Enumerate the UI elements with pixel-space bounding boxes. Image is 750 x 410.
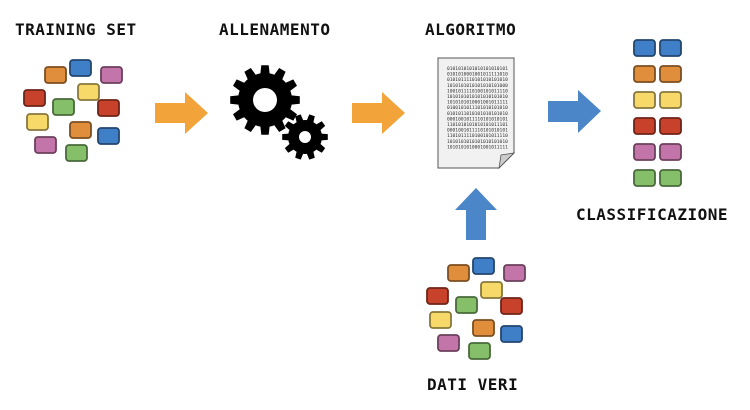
binary-code-line: 1010101010001001011111 <box>447 100 508 106</box>
allenamento-label: ALLENAMENTO <box>219 20 331 39</box>
binary-code-line: 1101011110100101011110 <box>447 133 508 139</box>
binary-code-line: 1010101010101010101010 <box>447 94 508 100</box>
training-set-cluster <box>23 59 123 162</box>
red-item-block <box>23 89 46 107</box>
red-item-block <box>426 287 449 305</box>
green-item-block <box>455 296 478 314</box>
red-item-block <box>659 117 682 135</box>
dati-veri-label: DATI VERI <box>427 375 519 394</box>
green-item-block <box>633 169 656 187</box>
yellow-item-block <box>480 281 503 299</box>
blue-item-block <box>500 325 523 343</box>
binary-code-line: 1010101010001001011111 <box>447 144 508 150</box>
binary-code-line: 0001001011110101010101 <box>447 128 508 134</box>
orange-item-block <box>69 121 92 139</box>
green-item-block <box>468 342 491 360</box>
yellow-item-block <box>26 113 49 131</box>
green-item-block <box>65 144 88 162</box>
blue-item-block <box>633 39 656 57</box>
arrow-up-icon <box>455 188 497 240</box>
green-item-block <box>659 169 682 187</box>
arrow-right-icon <box>155 92 208 134</box>
binary-code-line: 1101010101010101011101 <box>447 122 508 128</box>
training-set-label: TRAINING SET <box>15 20 137 39</box>
yellow-item-block <box>659 91 682 109</box>
classification-column <box>633 39 682 187</box>
binary-code-line: 0101010001001011111010 <box>447 72 508 78</box>
purple-item-block <box>503 264 526 282</box>
gears-icon <box>230 65 328 160</box>
arrow-right-icon <box>548 90 601 133</box>
blue-item-block <box>97 127 120 145</box>
orange-item-block <box>472 319 495 337</box>
binary-code-line: 0001001011110101010101 <box>447 116 508 122</box>
green-item-block <box>52 98 75 116</box>
document-icon: 0101010101010101010101010101000100101111… <box>437 57 516 170</box>
red-item-block <box>633 117 656 135</box>
purple-item-block <box>437 334 460 352</box>
binary-code-line: 0101010101010101010101 <box>447 66 508 72</box>
binary-code-line: 0101011110101010101010 <box>447 77 508 83</box>
purple-item-block <box>633 143 656 161</box>
yellow-item-block <box>633 91 656 109</box>
orange-item-block <box>44 66 67 84</box>
binary-code-line: 1010101010101010101000 <box>447 83 508 89</box>
binary-code-line: 1010101010101010101010 <box>447 139 508 145</box>
orange-item-block <box>633 65 656 83</box>
red-item-block <box>500 297 523 315</box>
algoritmo-label: ALGORITMO <box>425 20 517 39</box>
purple-item-block <box>100 66 123 84</box>
blue-item-block <box>472 257 495 275</box>
yellow-item-block <box>429 311 452 329</box>
gear-icon <box>282 114 328 160</box>
yellow-item-block <box>77 83 100 101</box>
purple-item-block <box>659 143 682 161</box>
orange-item-block <box>659 65 682 83</box>
blue-item-block <box>69 59 92 77</box>
binary-code-line: 0101011010101010101010 <box>447 111 508 117</box>
binary-code-line: 0100101011101010101010 <box>447 105 508 111</box>
blue-item-block <box>659 39 682 57</box>
orange-item-block <box>447 264 470 282</box>
binary-code-line: 1001011110100101011110 <box>447 88 508 94</box>
gear-icon <box>230 65 300 135</box>
arrow-right-icon <box>352 92 405 134</box>
red-item-block <box>97 99 120 117</box>
dati-veri-cluster <box>426 257 526 360</box>
classificazione-label: CLASSIFICAZIONE <box>576 205 728 224</box>
purple-item-block <box>34 136 57 154</box>
